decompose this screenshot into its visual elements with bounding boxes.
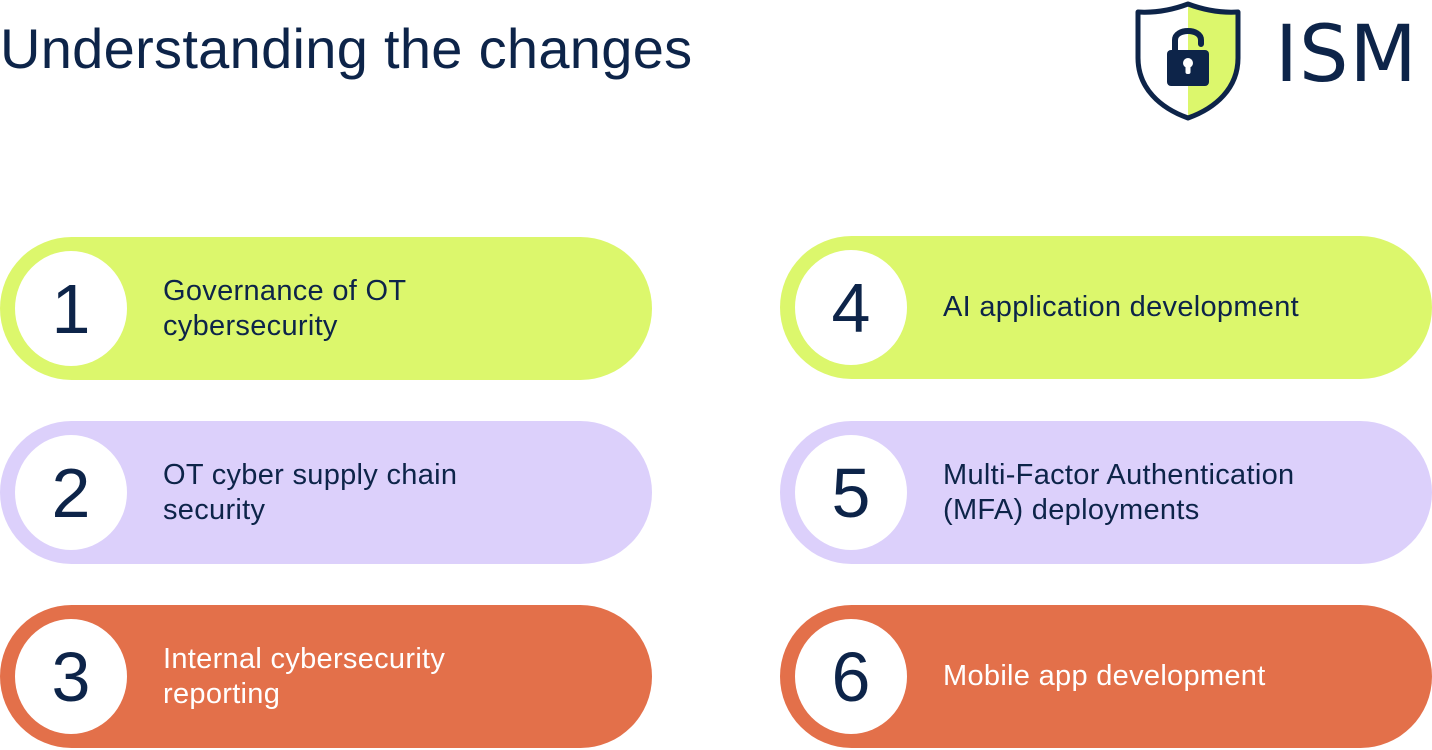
item-label: Governance of OT cybersecurity <box>163 274 406 342</box>
item-label: OT cyber supply chain security <box>163 458 458 526</box>
change-item-6: 6 Mobile app development <box>780 605 1432 748</box>
page-title: Understanding the changes <box>0 17 693 80</box>
item-number-badge: 6 <box>795 619 907 734</box>
item-label: Internal cybersecurity reporting <box>163 642 446 710</box>
change-item-5: 5 Multi-Factor Authentication (MFA) depl… <box>780 421 1432 564</box>
shield-padlock-icon <box>1135 1 1241 121</box>
item-number-badge: 5 <box>795 435 907 550</box>
change-item-3: 3 Internal cybersecurity reporting <box>0 605 652 748</box>
item-number-badge: 1 <box>15 251 127 366</box>
change-item-1: 1 Governance of OT cybersecurity <box>0 237 652 380</box>
item-label: Mobile app development <box>943 660 1266 692</box>
item-label: Multi-Factor Authentication (MFA) deploy… <box>943 458 1295 526</box>
ism-logo: ISM <box>1132 0 1432 122</box>
item-number-badge: 2 <box>15 435 127 550</box>
change-item-2: 2 OT cyber supply chain security <box>0 421 652 564</box>
change-item-4: 4 AI application development <box>780 236 1432 379</box>
item-number-badge: 3 <box>15 619 127 734</box>
item-number-badge: 4 <box>795 250 907 365</box>
logo-text: ISM <box>1275 10 1418 100</box>
item-label: AI application development <box>943 291 1300 323</box>
